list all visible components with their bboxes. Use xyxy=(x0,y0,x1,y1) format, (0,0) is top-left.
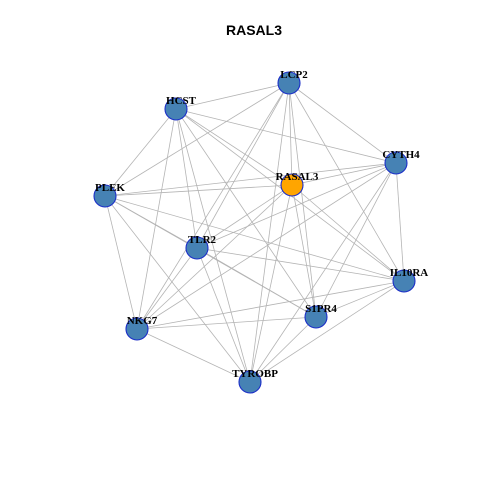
node-plek: PLEK xyxy=(93,182,125,208)
edge-hcst-nkg7 xyxy=(136,108,177,330)
edge-hcst-rasal3 xyxy=(175,108,293,186)
edge-hcst-plek xyxy=(104,108,177,197)
edge-s1pr4-tyrobp xyxy=(249,316,317,383)
node-hcst: HCST xyxy=(164,95,197,121)
edge-lcp2-nkg7 xyxy=(136,82,290,330)
edge-s1pr4-nkg7 xyxy=(136,316,317,330)
node-circle-rasal3 xyxy=(280,173,304,197)
node-circle-il10ra xyxy=(392,269,416,293)
edge-rasal3-tlr2 xyxy=(196,184,293,249)
node-il10ra: IL10RA xyxy=(390,267,429,293)
node-circle-tyrobp xyxy=(238,370,262,394)
node-label-nkg7: NKG7 xyxy=(127,315,158,327)
edge-hcst-tyrobp xyxy=(175,108,251,383)
edge-tlr2-il10ra xyxy=(196,247,405,282)
node-circle-cyth4 xyxy=(384,151,408,175)
node-label-tyrobp: TYROBP xyxy=(232,368,278,380)
edge-rasal3-nkg7 xyxy=(136,184,293,330)
node-tlr2: TLR2 xyxy=(185,234,217,260)
edge-lcp2-s1pr4 xyxy=(288,82,317,318)
node-rasal3: RASAL3 xyxy=(276,171,319,197)
node-label-il10ra: IL10RA xyxy=(390,267,429,279)
edge-lcp2-rasal3 xyxy=(288,82,293,186)
node-circle-plek xyxy=(93,184,117,208)
node-circle-hcst xyxy=(164,97,188,121)
edge-il10ra-s1pr4 xyxy=(315,280,405,318)
edge-il10ra-nkg7 xyxy=(136,280,405,330)
graph-title: RASAL3 xyxy=(226,22,282,38)
node-circle-lcp2 xyxy=(277,71,301,95)
node-circle-tlr2 xyxy=(185,236,209,260)
edge-rasal3-s1pr4 xyxy=(291,184,317,318)
edge-lcp2-tlr2 xyxy=(196,82,290,249)
edge-cyth4-rasal3 xyxy=(291,162,397,186)
node-label-tlr2: TLR2 xyxy=(188,234,217,246)
node-s1pr4: S1PR4 xyxy=(304,303,337,329)
edge-plek-nkg7 xyxy=(104,195,138,330)
edge-tlr2-s1pr4 xyxy=(196,247,317,318)
node-label-hcst: HCST xyxy=(166,95,197,107)
node-nkg7: NKG7 xyxy=(125,315,158,341)
edge-cyth4-tyrobp xyxy=(249,162,397,383)
node-label-plek: PLEK xyxy=(95,182,125,194)
edge-cyth4-nkg7 xyxy=(136,162,397,330)
edge-plek-tyrobp xyxy=(104,195,251,383)
node-lcp2: LCP2 xyxy=(277,69,308,95)
node-label-s1pr4: S1PR4 xyxy=(305,303,337,315)
edge-lcp2-cyth4 xyxy=(288,82,397,164)
edge-il10ra-tyrobp xyxy=(249,280,405,383)
edge-hcst-tlr2 xyxy=(175,108,198,249)
edge-tlr2-tyrobp xyxy=(196,247,251,383)
edge-lcp2-hcst xyxy=(175,82,290,110)
edge-rasal3-il10ra xyxy=(291,184,405,282)
edge-cyth4-tlr2 xyxy=(196,162,397,249)
edge-tlr2-nkg7 xyxy=(136,247,198,330)
edge-nkg7-tyrobp xyxy=(136,328,251,383)
edge-cyth4-il10ra xyxy=(395,162,405,282)
node-circle-s1pr4 xyxy=(304,305,328,329)
edge-layer xyxy=(104,82,405,383)
node-circle-nkg7 xyxy=(125,317,149,341)
node-tyrobp: TYROBP xyxy=(232,368,278,394)
edge-lcp2-il10ra xyxy=(288,82,405,282)
edge-hcst-s1pr4 xyxy=(175,108,317,318)
edge-rasal3-plek xyxy=(104,184,293,197)
edge-lcp2-tyrobp xyxy=(249,82,290,383)
node-label-lcp2: LCP2 xyxy=(280,69,308,81)
edge-plek-il10ra xyxy=(104,195,405,282)
edge-rasal3-tyrobp xyxy=(249,184,293,383)
node-cyth4: CYTH4 xyxy=(382,149,420,175)
edge-cyth4-plek xyxy=(104,162,397,197)
node-label-cyth4: CYTH4 xyxy=(382,149,420,161)
edge-hcst-cyth4 xyxy=(175,108,397,164)
node-label-rasal3: RASAL3 xyxy=(276,171,319,183)
